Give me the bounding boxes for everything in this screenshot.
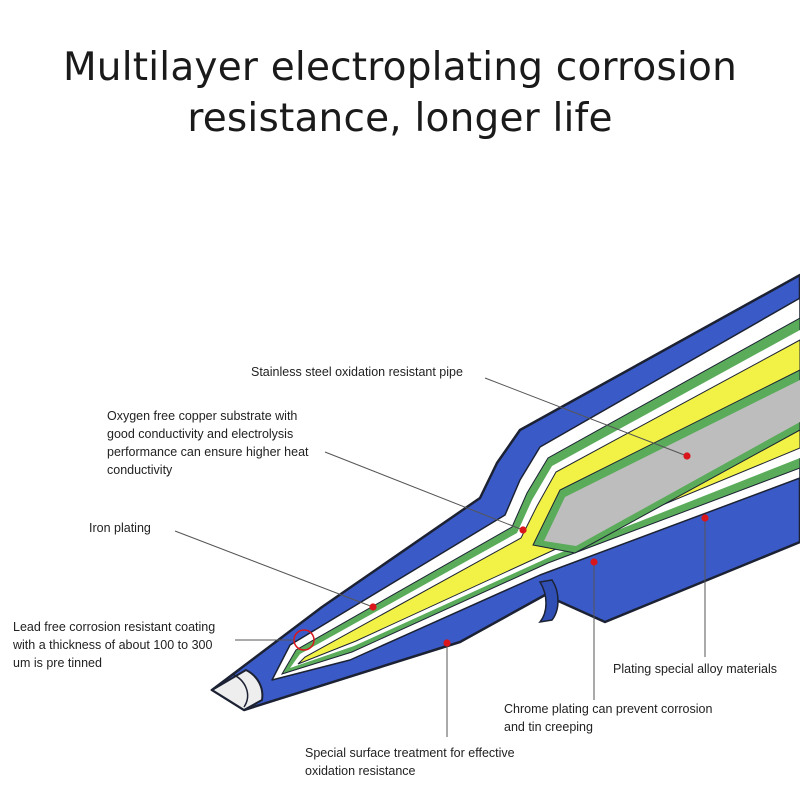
leader-stainless-pipe [484,377,688,457]
label-chrome-plating-line-2: and tin creeping [504,720,593,734]
label-lead-free-coating-line-3: um is pre tinned [13,656,102,670]
label-stainless-pipe: Stainless steel oxidation resistant pipe [251,363,463,381]
dot-surface-treatment [443,639,451,647]
tip-face [210,668,264,712]
leader-copper-substrate [324,451,524,531]
yellow-copper-core [297,339,800,665]
label-lead-free-coating-line-1: Lead free corrosion resistant coating [13,620,216,634]
dot-copper-substrate [519,526,527,534]
label-copper-substrate: Oxygen free copper substrate with good c… [107,407,309,479]
title-line-2: resistance, longer life [187,96,613,141]
label-copper-substrate-line-3: performance can ensure higher heat [107,445,309,459]
label-copper-substrate-line-4: conductivity [107,463,173,477]
marker-dots [369,452,709,647]
label-alloy-materials-line-1: Plating special alloy materials [613,662,777,676]
label-iron-plating-line-1: Iron plating [89,521,151,535]
label-alloy-materials: Plating special alloy materials [613,660,777,678]
label-iron-plating: Iron plating [89,519,151,537]
dot-alloy-materials [701,514,709,522]
leader-iron-plating [174,530,374,608]
nozzle-ring [538,579,559,624]
label-lead-free-coating-line-2: with a thickness of about 100 to 300 [13,638,213,652]
label-copper-substrate-line-2: good conductivity and electrolysis [107,427,294,441]
label-chrome-plating-line-1: Chrome plating can prevent corrosion [504,702,713,716]
label-surface-treatment: Special surface treatment for effective … [305,744,515,780]
page-title: Multilayer electroplating corrosion resi… [0,42,800,144]
tip-face-edge [231,673,249,708]
dot-stainless-pipe [683,452,691,460]
label-chrome-plating: Chrome plating can prevent corrosion and… [504,700,712,736]
leader-lines [174,377,706,737]
title-line-1: Multilayer electroplating corrosion [62,45,738,90]
label-copper-substrate-line-1: Oxygen free copper substrate with [107,409,298,423]
label-stainless-pipe-line-1: Stainless steel oxidation resistant pipe [251,365,463,379]
steel-pipe-core [544,380,800,546]
dot-iron-plating [369,603,377,611]
dot-chrome-plating [590,558,598,566]
label-lead-free-coating: Lead free corrosion resistant coating wi… [13,618,215,672]
label-surface-treatment-line-1: Special surface treatment for effective [305,746,515,760]
label-surface-treatment-line-2: oxidation resistance [305,764,416,778]
